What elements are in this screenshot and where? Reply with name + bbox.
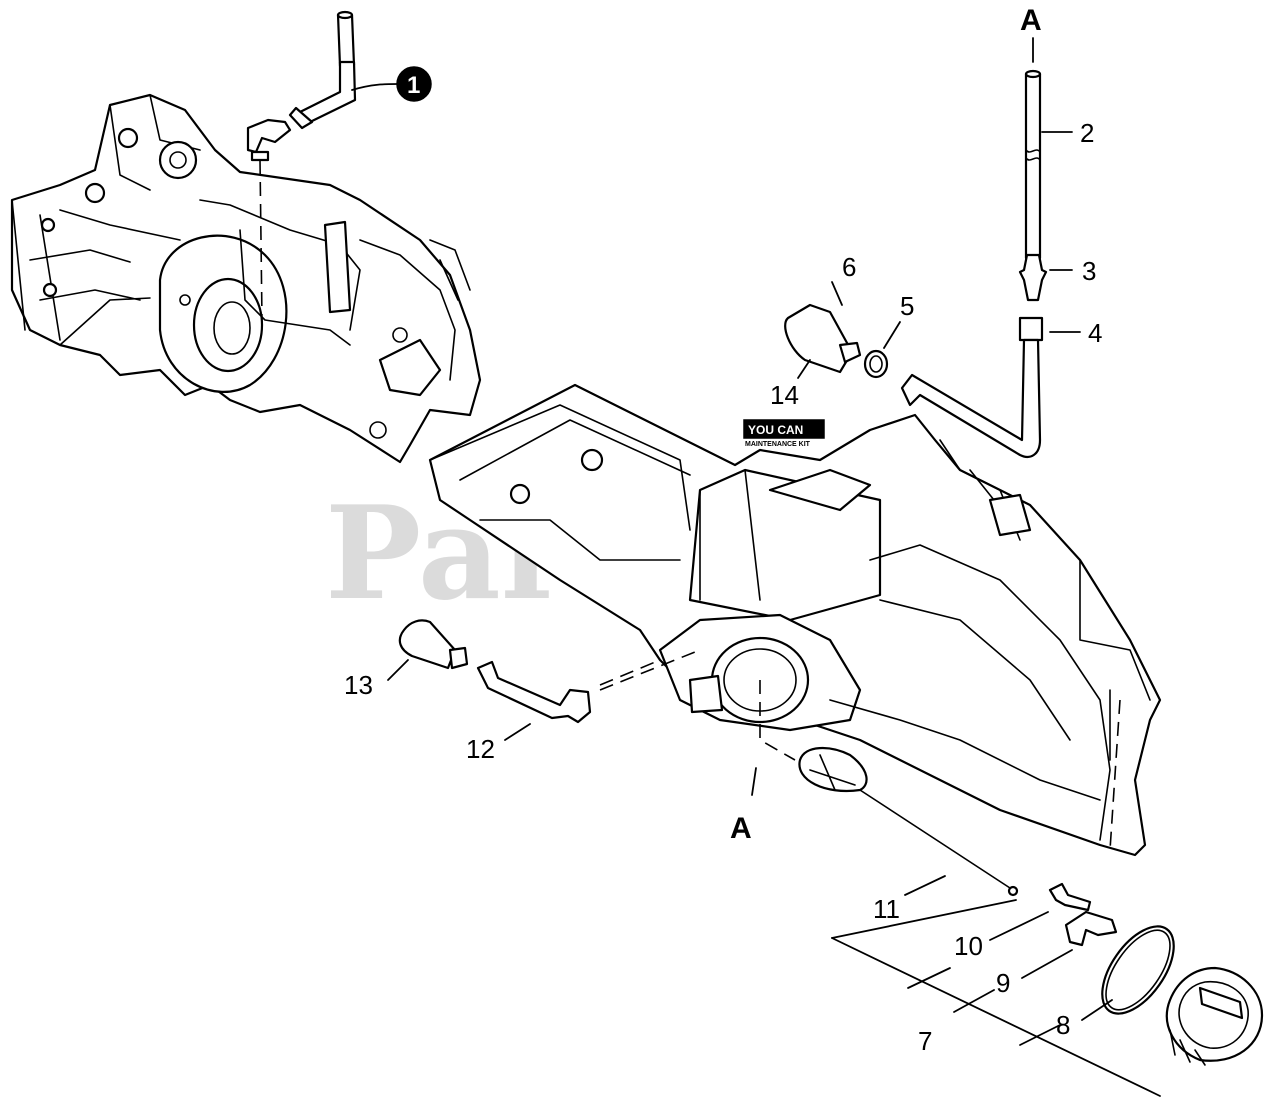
callout-3: 3 <box>1082 256 1096 286</box>
clip-part-9 <box>1021 910 1118 979</box>
callout-2: 2 <box>1080 118 1094 148</box>
cap-part-7 <box>1165 966 1264 1066</box>
hose-part-12 <box>476 660 592 741</box>
tube-part-2 <box>1024 69 1073 260</box>
vent-hose-part-1 <box>246 10 357 162</box>
callout-13: 13 <box>344 670 373 700</box>
screw-part-10 <box>989 882 1092 941</box>
callout-6: 6 <box>842 252 856 282</box>
assembly-bracket <box>831 899 1161 1097</box>
gasket-part-11 <box>798 747 1019 897</box>
dash-line-housing <box>599 649 1121 851</box>
callout-12: 12 <box>466 734 495 764</box>
crankcase <box>10 93 482 464</box>
callout-8: 8 <box>1056 1010 1070 1040</box>
callout-14: 14 <box>770 380 799 410</box>
hose-part-4 <box>900 316 1081 458</box>
oring-part-8 <box>1081 925 1175 1021</box>
callout-1: 1 <box>351 66 432 102</box>
callout-4: 4 <box>1088 318 1102 348</box>
badge-label: 1 <box>407 72 420 99</box>
connector-part-3 <box>1018 253 1073 302</box>
callout-9: 9 <box>996 968 1010 998</box>
strainer-part-13 <box>387 619 469 681</box>
callout-5: 5 <box>900 291 914 321</box>
dash-line-fitting <box>259 159 263 321</box>
logo-bottom-text: MAINTENANCE KIT <box>745 441 811 448</box>
connector-a-top-label: A <box>1020 4 1042 37</box>
oring-part-5 <box>863 321 901 379</box>
logo-top-text: YOU CAN <box>748 423 803 437</box>
tank-housing <box>428 383 1162 857</box>
connector-a-top: A <box>1020 4 1042 63</box>
youcan-logo: YOU CAN MAINTENANCE KIT <box>743 419 825 448</box>
connector-a-bottom: A <box>730 767 757 845</box>
filter-part-6 <box>784 281 862 379</box>
dash-line-hose <box>599 659 661 686</box>
callout-7: 7 <box>918 1026 932 1056</box>
callout-10: 10 <box>954 931 983 961</box>
callout-11: 11 <box>873 894 900 924</box>
connector-a-bottom-label: A <box>730 812 752 845</box>
